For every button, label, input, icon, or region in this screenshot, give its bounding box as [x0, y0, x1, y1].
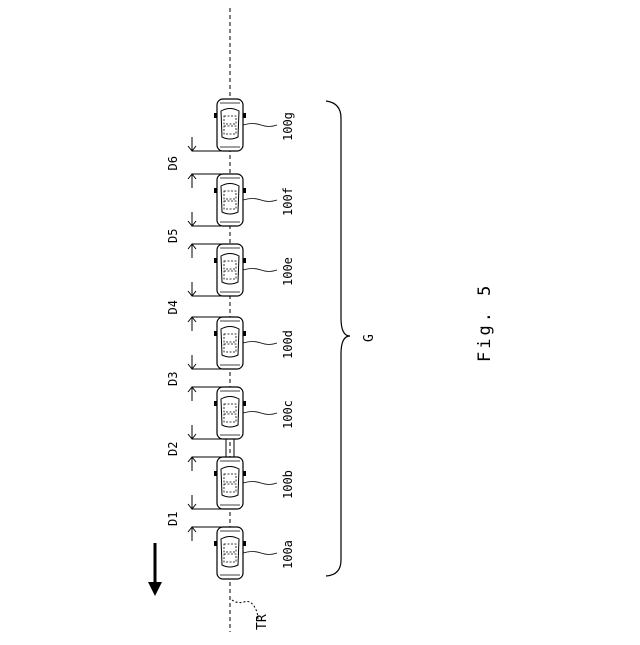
vehicle-label-leader — [243, 199, 277, 202]
vehicle-100a: 100a — [214, 527, 295, 579]
gap-label: D1 — [166, 512, 180, 526]
vehicle-label-leader — [243, 124, 277, 127]
gap-label: D3 — [166, 372, 180, 386]
vehicle-mirror-left — [214, 258, 217, 263]
vehicle-body — [217, 387, 243, 439]
vehicle-mirror-right — [243, 188, 246, 193]
figure-caption: Fig. 5 — [475, 283, 495, 362]
vehicle-label: 100f — [281, 187, 295, 216]
vehicle-body — [217, 527, 243, 579]
gap-label: D6 — [166, 156, 180, 170]
vehicle-label: 100e — [281, 257, 295, 286]
vehicle-body — [217, 457, 243, 509]
vehicle-label-leader — [243, 482, 277, 485]
vehicle-body — [217, 99, 243, 151]
gap-label: D4 — [166, 300, 180, 314]
vehicle-100c: 100c — [214, 387, 295, 439]
gap-label: D2 — [166, 442, 180, 456]
gap-label: D5 — [166, 229, 180, 243]
vehicle-label-leader — [243, 269, 277, 272]
vehicle-body — [217, 244, 243, 296]
vehicle-label: 100b — [281, 470, 295, 499]
vehicle-mirror-right — [243, 401, 246, 406]
vehicle-label: 100d — [281, 330, 295, 359]
vehicle-100f: 100f — [214, 174, 295, 226]
vehicle-mirror-right — [243, 471, 246, 476]
vehicle-mirror-left — [214, 188, 217, 193]
vehicle-body — [217, 317, 243, 369]
group-brace — [326, 101, 350, 576]
vehicle-100d: 100d — [214, 317, 295, 369]
vehicle-mirror-left — [214, 113, 217, 118]
vehicle-group: 100a 100b 100c 100d 100e 100f 100g — [214, 99, 295, 579]
vehicle-label: 100a — [281, 540, 295, 569]
vehicle-label: 100c — [281, 400, 295, 429]
vehicle-mirror-left — [214, 541, 217, 546]
track-label: TR — [255, 614, 270, 630]
vehicle-mirror-left — [214, 401, 217, 406]
vehicle-label: 100g — [281, 112, 295, 141]
group-label: G — [362, 334, 377, 342]
vehicle-mirror-right — [243, 331, 246, 336]
vehicle-mirror-right — [243, 258, 246, 263]
vehicle-100g: 100g — [214, 99, 295, 151]
vehicle-mirror-right — [243, 113, 246, 118]
vehicle-mirror-left — [214, 471, 217, 476]
vehicle-mirror-left — [214, 331, 217, 336]
vehicle-body — [217, 174, 243, 226]
travel-direction-arrow-icon — [148, 543, 162, 596]
vehicle-100e: 100e — [214, 244, 295, 296]
vehicle-100b: 100b — [214, 457, 295, 509]
vehicle-mirror-right — [243, 541, 246, 546]
vehicle-label-leader — [243, 412, 277, 415]
vehicle-label-leader — [243, 552, 277, 555]
vehicle-label-leader — [243, 342, 277, 345]
